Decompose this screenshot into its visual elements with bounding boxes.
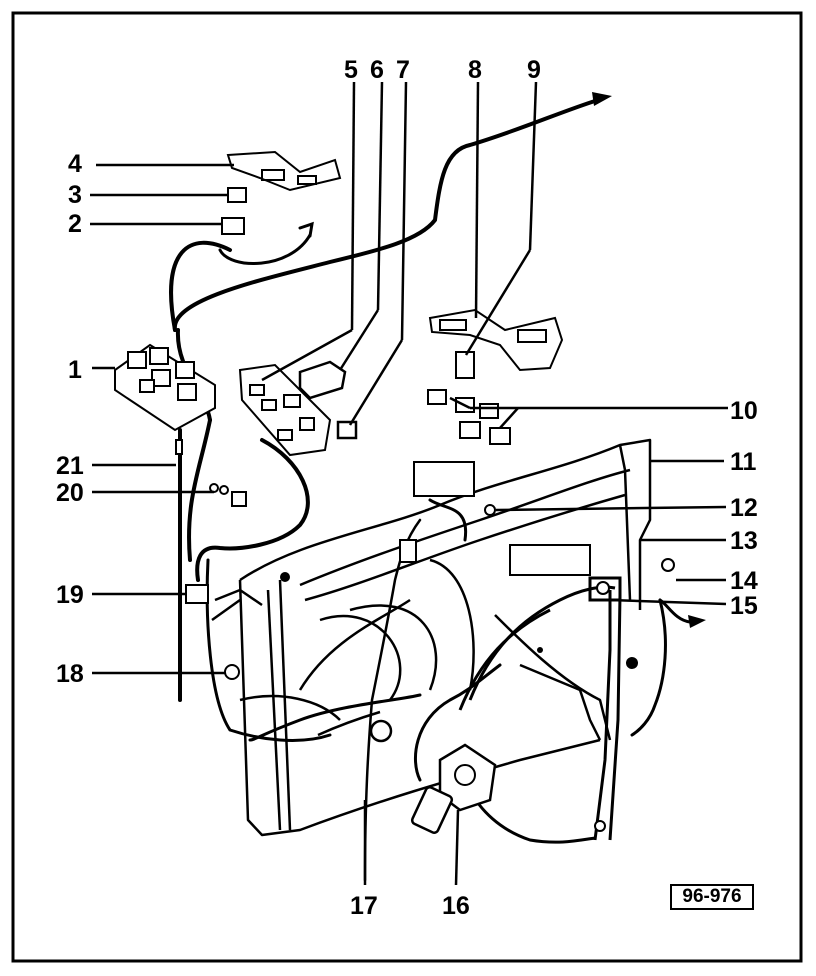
callout-3: 3 — [68, 181, 82, 209]
callout-17: 17 — [350, 892, 378, 920]
diagram-frame — [11, 11, 803, 963]
callout-5: 5 — [344, 56, 358, 84]
connectors — [175, 187, 675, 680]
relay-cluster — [413, 461, 475, 497]
screw-14 — [661, 558, 675, 572]
callout-labels: 1 2 3 4 5 6 7 8 9 10 11 12 13 14 15 16 1… — [56, 56, 758, 920]
callout-12: 12 — [730, 494, 758, 522]
panel-hole — [626, 657, 638, 669]
clip-20 — [231, 491, 247, 507]
grommet-18 — [224, 664, 240, 680]
callout-18: 18 — [56, 660, 84, 688]
plug-21 — [175, 439, 183, 455]
callout-20: 20 — [56, 479, 84, 507]
callout-7: 7 — [396, 56, 410, 84]
window-motor — [410, 743, 497, 834]
connector-9 — [455, 351, 475, 379]
relay-6 — [298, 360, 347, 400]
door-inner-panel — [211, 438, 652, 837]
callout-21: 21 — [56, 452, 84, 480]
bolt-12 — [484, 504, 496, 516]
leader-lines — [90, 81, 728, 886]
callout-4: 4 — [68, 150, 82, 178]
figure-code: 96-976 — [670, 884, 754, 910]
callout-15: 15 — [730, 592, 758, 620]
callout-14: 14 — [730, 567, 758, 595]
callout-2: 2 — [68, 210, 82, 238]
callout-6: 6 — [370, 56, 384, 84]
connector-7 — [336, 420, 358, 440]
arrow-icon — [688, 615, 706, 628]
arrow-icon — [592, 92, 612, 106]
switch-panel-4 — [226, 150, 342, 192]
callout-10: 10 — [730, 397, 758, 425]
mount-bolts — [594, 581, 610, 832]
connector-3 — [227, 187, 247, 203]
panel-hole — [369, 719, 393, 743]
relay-plate — [238, 363, 332, 457]
callout-8: 8 — [468, 56, 482, 84]
callout-16: 16 — [442, 892, 470, 920]
callout-9: 9 — [527, 56, 541, 84]
panel-hole — [537, 647, 543, 653]
callout-13: 13 — [730, 527, 758, 555]
panel-hole — [280, 572, 290, 582]
callout-19: 19 — [56, 581, 84, 609]
connector-19 — [185, 584, 209, 604]
callout-11: 11 — [730, 448, 757, 476]
connector-2 — [221, 217, 245, 235]
fuse-relay-box — [114, 343, 216, 432]
switch-panel-8 — [428, 308, 564, 372]
callout-1: 1 — [68, 356, 82, 384]
